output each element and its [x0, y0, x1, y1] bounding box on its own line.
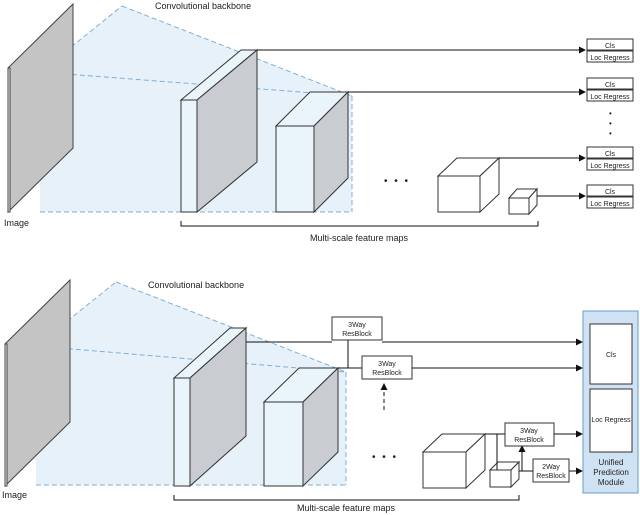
top-feature-map-4: [507, 187, 539, 216]
resblock-d: 2Way ResBlock: [532, 458, 570, 483]
bottom-backbone-label: Convolutional backbone: [148, 280, 244, 290]
resblock-b: 3Way ResBlock: [361, 355, 413, 380]
top-bracket: [180, 221, 539, 227]
svg-text:3Way: 3Way: [378, 361, 396, 368]
svg-text:ResBlock: ResBlock: [536, 473, 566, 480]
svg-text:ResBlock: ResBlock: [514, 437, 544, 444]
bottom-feature-map-1: [172, 326, 248, 488]
top-head-3: Cls Loc Regress: [586, 146, 634, 171]
resblock-c: 3Way ResBlock: [504, 422, 555, 447]
bottom-feature-map-2: [262, 366, 340, 488]
svg-text:3Way: 3Way: [520, 428, 538, 435]
top-image-slab: [7, 2, 74, 214]
top-ellipsis: • • •: [384, 176, 410, 187]
bottom-bracket: [173, 495, 520, 501]
top-image-label: Image: [4, 218, 29, 228]
top-feature-map-1: [179, 48, 259, 214]
bottom-image-label: Image: [2, 490, 27, 500]
top-head-4-loc: Loc Regress: [590, 201, 630, 208]
bottom-feature-maps-label: Multi-scale feature maps: [297, 503, 396, 513]
top-head-2-cls: Cls: [605, 82, 616, 89]
top-head-1-loc: Loc Regress: [590, 55, 630, 62]
bottom-diagram: • • •: [2, 278, 639, 513]
top-feature-map-2: [274, 90, 350, 214]
svg-text:3Way: 3Way: [348, 322, 366, 329]
top-backbone-label: Convolutional backbone: [155, 1, 251, 11]
top-feature-map-3: [436, 156, 501, 214]
upm-cls: Cls: [606, 352, 617, 359]
top-head-1-cls: Cls: [605, 43, 616, 50]
bottom-connectors: [246, 333, 583, 475]
resblock-a: 3Way ResBlock: [331, 316, 383, 341]
upm-title-2: Prediction: [593, 468, 629, 477]
top-head-4: Cls Loc Regress: [586, 184, 634, 209]
svg-text:ResBlock: ResBlock: [342, 331, 372, 338]
bottom-image-slab: [4, 278, 71, 488]
upm-loc: Loc Regress: [591, 417, 631, 424]
top-diagram: • • • Cls Loc Regress: [4, 1, 634, 243]
upm-title-1: Unified: [599, 458, 624, 467]
upm-title-3: Module: [598, 478, 625, 487]
svg-text:•: •: [609, 119, 612, 128]
svg-text:•: •: [609, 109, 612, 118]
bottom-feature-map-4: [488, 460, 521, 489]
svg-text:2Way: 2Way: [542, 464, 560, 471]
top-head-3-loc: Loc Regress: [590, 163, 630, 170]
top-vertical-dots: • • •: [609, 109, 612, 138]
top-head-3-cls: Cls: [605, 151, 616, 158]
unified-prediction-module: Cls Loc Regress Unified Prediction Modul…: [582, 310, 639, 494]
svg-text:•: •: [609, 129, 612, 138]
top-head-arrows: [257, 46, 586, 200]
top-head-2-loc: Loc Regress: [590, 94, 630, 101]
top-head-4-cls: Cls: [605, 189, 616, 196]
top-feature-maps-label: Multi-scale feature maps: [310, 233, 409, 243]
bottom-feature-map-3: [421, 432, 487, 490]
top-head-2: Cls Loc Regress: [586, 77, 634, 102]
svg-text:ResBlock: ResBlock: [372, 370, 402, 377]
top-head-1: Cls Loc Regress: [586, 38, 634, 63]
bottom-ellipsis: • • •: [372, 452, 398, 463]
